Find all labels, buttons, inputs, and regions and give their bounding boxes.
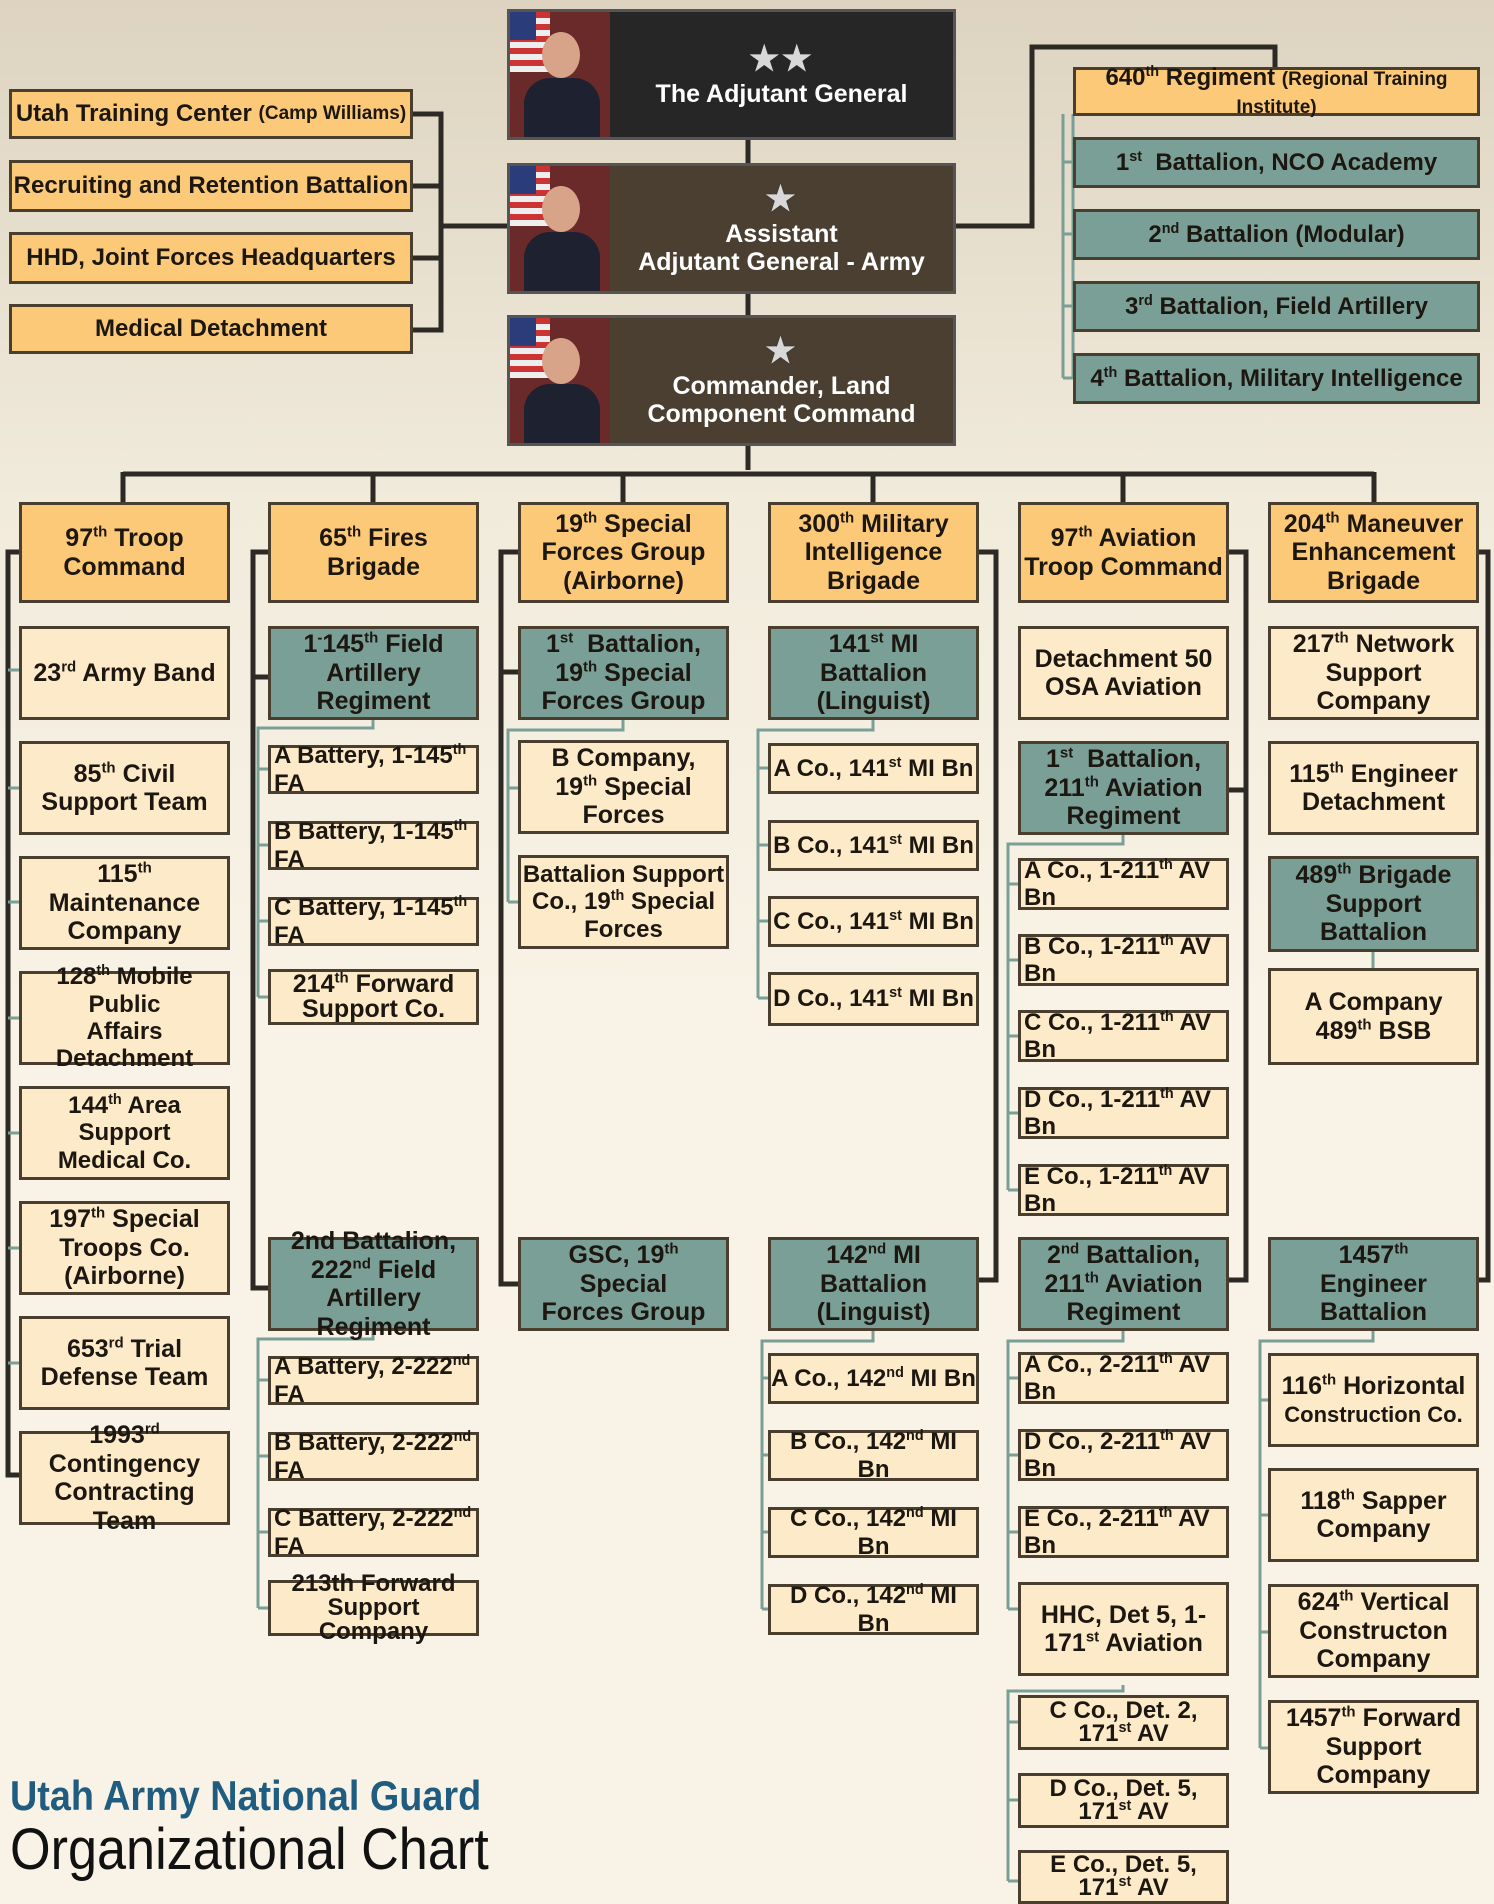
assistant-title-line2: Adjutant General - Army: [638, 247, 925, 276]
d-co-142nd-mi-bn[interactable]: D Co., 142nd MI Bn: [768, 1582, 979, 1637]
battalion-2-modular[interactable]: 2nd Battalion (Modular): [1073, 209, 1480, 260]
unit-23rd-army-band[interactable]: 23rd Army Band: [19, 626, 230, 720]
adjutant-general-photo: [510, 12, 610, 137]
hhd-joint-forces-hq[interactable]: HHD, Joint Forces Headquarters: [9, 232, 413, 284]
b-co-142nd-mi-bn[interactable]: B Co., 142nd MI Bn: [768, 1428, 979, 1483]
adjutant-general-box[interactable]: ★★ The Adjutant General: [507, 9, 956, 140]
medical-detachment[interactable]: Medical Detachment: [9, 304, 413, 354]
two-star-icon: ★★: [749, 39, 814, 78]
d-co-1-211th-av-bn[interactable]: D Co., 1-211th AV Bn: [1018, 1086, 1229, 1140]
battalion-1-nco-academy[interactable]: 1st Battalion, NCO Academy: [1073, 137, 1480, 188]
c-co-1-211th-av-bn[interactable]: C Co., 1-211th AV Bn: [1018, 1009, 1229, 1063]
chart-title: Utah Army National Guard Organizational …: [10, 1772, 542, 1883]
assistant-adjutant-general-photo: [510, 166, 610, 291]
e-co-1-211th-av-bn[interactable]: E Co., 1-211th AV Bn: [1018, 1163, 1229, 1217]
land-component-commander-box[interactable]: ★ Commander, Land Component Command: [507, 315, 956, 446]
d-co-2-211th-av-bn[interactable]: D Co., 2-211th AV Bn: [1018, 1428, 1229, 1482]
d-co-det-5-171st-av[interactable]: D Co., Det. 5,171st AV: [1018, 1773, 1229, 1828]
a-co-142nd-mi-bn[interactable]: A Co., 142nd MI Bn: [768, 1353, 979, 1404]
chart-title-line1: Utah Army National Guard: [10, 1772, 482, 1819]
b-battery-1-145th[interactable]: B Battery, 1-145th FA: [268, 818, 479, 873]
e-co-2-211th-av-bn[interactable]: E Co., 2-211th AV Bn: [1018, 1505, 1229, 1559]
assistant-title-line1: Assistant: [725, 219, 838, 248]
command-65th-fires-brigade[interactable]: 65th Fires Brigade: [268, 502, 479, 603]
recruiting-retention-battalion[interactable]: Recruiting and Retention Battalion: [9, 160, 413, 212]
a-co-2-211th-av-bn[interactable]: A Co., 2-211th AV Bn: [1018, 1351, 1229, 1405]
b-battery-2-222nd[interactable]: B Battery, 2-222nd FA: [268, 1429, 479, 1484]
commander-title-line2: Component Command: [647, 399, 916, 428]
b-co-1-211th-av-bn[interactable]: B Co., 1-211th AV Bn: [1018, 933, 1229, 987]
c-co-141st-mi-bn[interactable]: C Co., 141st MI Bn: [768, 896, 979, 947]
d-co-141st-mi-bn[interactable]: D Co., 141st MI Bn: [768, 972, 979, 1026]
land-component-commander-photo: [510, 318, 610, 443]
chart-title-line2: Organizational Chart: [10, 1817, 489, 1882]
commander-title-line1: Commander, Land: [672, 371, 891, 400]
one-star-icon: ★: [765, 179, 798, 218]
a-co-1-211th-av-bn[interactable]: A Co., 1-211th AV Bn: [1018, 857, 1229, 911]
c-co-142nd-mi-bn[interactable]: C Co., 142nd MI Bn: [768, 1505, 979, 1560]
a-battery-2-222nd[interactable]: A Battery, 2-222nd FA: [268, 1353, 479, 1408]
hhc-det-5-1-171st-aviation[interactable]: HHC, Det 5, 1-171st Aviation: [1018, 1582, 1229, 1676]
one-star-icon: ★: [765, 331, 798, 370]
battalion-4-military-intelligence[interactable]: 4th Battalion, Military Intelligence: [1073, 353, 1480, 404]
a-battery-1-145th[interactable]: A Battery, 1-145th FA: [268, 742, 479, 797]
a-co-141st-mi-bn[interactable]: A Co., 141st MI Bn: [768, 743, 979, 794]
e-co-det-5-171st-av[interactable]: E Co., Det. 5,171st AV: [1018, 1850, 1229, 1904]
adjutant-general-title: The Adjutant General: [655, 79, 908, 108]
regiment-640[interactable]: 640th Regiment (Regional Training Instit…: [1073, 64, 1480, 118]
c-battery-1-145th[interactable]: C Battery, 1-145th FA: [268, 894, 479, 949]
c-co-det-2-171st-av[interactable]: C Co., Det. 2,171st AV: [1018, 1695, 1229, 1750]
c-battery-2-222nd[interactable]: C Battery, 2-222nd FA: [268, 1505, 479, 1560]
b-co-141st-mi-bn[interactable]: B Co., 141st MI Bn: [768, 820, 979, 871]
battalion-3-field-artillery[interactable]: 3rd Battalion, Field Artillery: [1073, 281, 1480, 332]
assistant-adjutant-general-box[interactable]: ★ Assistant Adjutant General - Army: [507, 163, 956, 294]
utah-training-center[interactable]: Utah Training Center (Camp Williams): [9, 89, 413, 139]
